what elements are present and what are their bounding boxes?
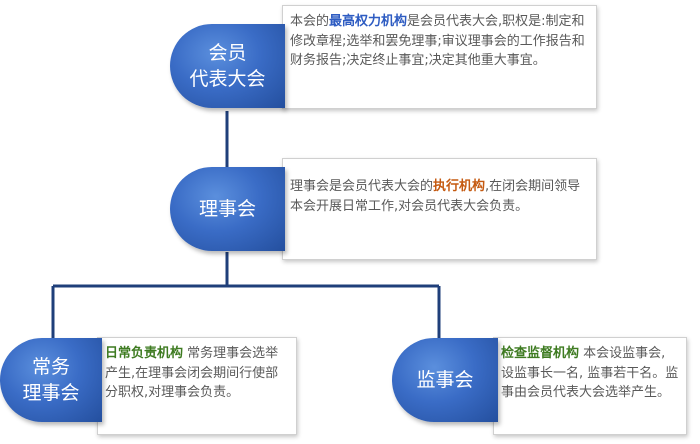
supervisory-description-card: 检查监督机构 本会设监事会, 设监事长一名, 监事若干名。监事由会员代表大会选举… [493,337,687,435]
council-keyword: 执行机构 [433,179,486,194]
standing-title-line-2: 理事会 [22,382,80,404]
supervisory-node: 监事会 [392,338,498,422]
congress-title-line-2: 代表大会 [189,68,266,90]
congress-keyword: 最高权力机构 [329,14,408,29]
council-desc-after: ,在闭会期间领导本会开展日常工作,对会员代表大会负责。 [290,179,581,214]
standing-keyword: 日常负责机构 [105,346,184,361]
standing-description-card: 日常负责机构 常务理事会选举产生,在理事会闭会期间行使部分职权,对理事会负责。 [97,337,297,435]
congress-description-card: 本会的最高权力机构是会员代表大会,职权是:制定和修改章程;选举和罢免理事;审议理… [282,5,597,109]
congress-desc-before: 本会的 [290,14,330,29]
council-node: 理事会 [170,167,285,251]
supervisory-desc-after: 本会设监事会, 设监事长一名, 监事若干名。监事由会员代表大会选举产生。 [501,346,679,400]
standing-node: 常务 理事会 [0,338,102,422]
standing-desc-after: 常务理事会选举产生,在理事会闭会期间行使部分职权,对理事会负责。 [105,346,279,400]
standing-title-line-1: 常务 [31,356,70,378]
supervisory-title-line-1: 监事会 [416,369,474,391]
supervisory-keyword: 检查监督机构 [501,346,580,361]
council-description-card: 理事会是会员代表大会的执行机构,在闭会期间领导本会开展日常工作,对会员代表大会负… [282,158,597,260]
congress-node: 会员 代表大会 [170,24,285,108]
congress-desc-after: 是会员代表大会,职权是:制定和修改章程;选举和罢免理事;审议理事会的工作报告和财… [290,14,585,68]
congress-title-line-1: 会员 [208,42,247,64]
council-desc-before: 理事会是会员代表大会的 [290,179,434,194]
council-title-line-1: 理事会 [198,198,256,220]
